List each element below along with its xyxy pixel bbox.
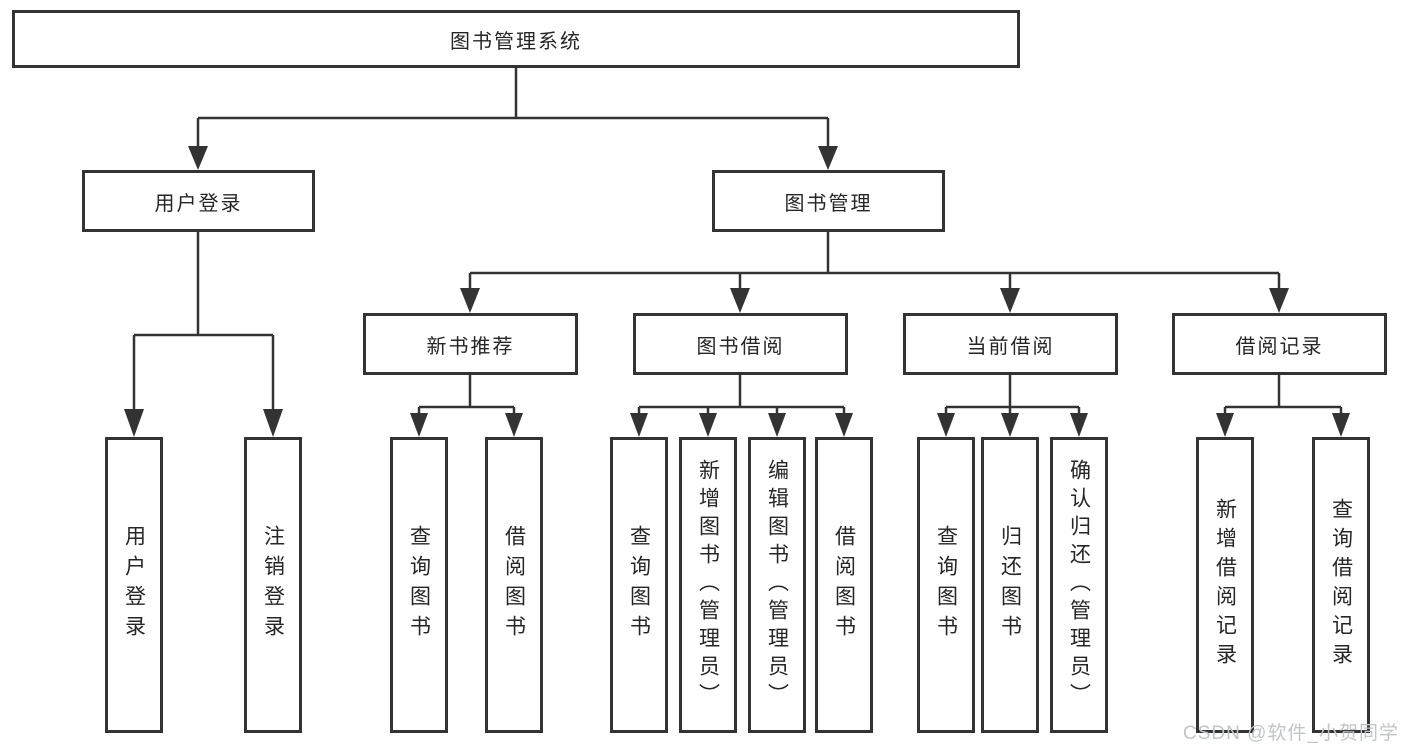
arrowhead xyxy=(505,413,523,437)
arrowhead xyxy=(460,288,480,313)
edge-root-to-level2 xyxy=(196,68,830,150)
node-leaf-br-query-record: 查询借阅记录 xyxy=(1312,437,1370,733)
node-leaf-br-add-record: 新增借阅记录 xyxy=(1196,437,1254,733)
arrowhead xyxy=(410,413,428,437)
edge-userlogin-to-leaves xyxy=(132,232,275,412)
node-leaf-nbr-query-books: 查询图书 xyxy=(390,437,448,733)
watermark: CSDN @软件_小贺同学 xyxy=(1183,723,1399,744)
node-leaf-bb-edit-books-admin: 编辑图书（管理员） xyxy=(748,437,806,733)
node-leaf-logout: 注销登录 xyxy=(244,437,302,733)
arrowhead xyxy=(630,413,648,437)
node-user-login-group: 用户登录 xyxy=(82,170,315,232)
arrowhead xyxy=(1001,413,1019,437)
node-borrowing-records: 借阅记录 xyxy=(1172,313,1387,375)
node-leaf-cb-query-books: 查询图书 xyxy=(917,437,975,733)
arrowhead xyxy=(124,409,144,437)
arrowhead xyxy=(937,413,955,437)
arrowhead xyxy=(263,409,283,437)
node-leaf-cb-confirm-return-admin: 确认归还（管理员） xyxy=(1050,437,1108,733)
node-leaf-user-login: 用户登录 xyxy=(105,437,163,733)
edge-currentborrow-to-leaves xyxy=(944,375,1081,415)
arrowhead xyxy=(1332,413,1350,437)
arrowhead xyxy=(1269,288,1289,313)
node-new-book-recommendation: 新书推荐 xyxy=(363,313,578,375)
arrowhead xyxy=(699,413,717,437)
edge-newbookrec-to-leaves xyxy=(417,375,516,415)
arrowhead xyxy=(835,413,853,437)
edge-bookborrow-to-leaves xyxy=(637,375,846,415)
arrowhead xyxy=(188,146,208,170)
arrowhead xyxy=(1216,413,1234,437)
arrowhead xyxy=(768,413,786,437)
arrowhead xyxy=(818,146,838,170)
node-book-management-group: 图书管理 xyxy=(712,170,945,232)
node-leaf-nbr-borrow-books: 借阅图书 xyxy=(485,437,543,733)
node-current-borrowing: 当前借阅 xyxy=(903,313,1118,375)
node-leaf-cb-return-books: 归还图书 xyxy=(981,437,1039,733)
arrowhead xyxy=(1000,288,1020,313)
arrowhead xyxy=(1070,413,1088,437)
node-leaf-bb-borrow-books: 借阅图书 xyxy=(815,437,873,733)
arrowhead xyxy=(730,288,750,313)
edge-borrowrecords-to-leaves xyxy=(1223,375,1343,415)
node-leaf-bb-query-books: 查询图书 xyxy=(610,437,668,733)
node-leaf-bb-add-books-admin: 新增图书（管理员） xyxy=(679,437,737,733)
edge-bookmgmt-to-level3 xyxy=(468,232,1281,290)
node-book-borrowing: 图书借阅 xyxy=(633,313,848,375)
node-root: 图书管理系统 xyxy=(12,10,1020,68)
